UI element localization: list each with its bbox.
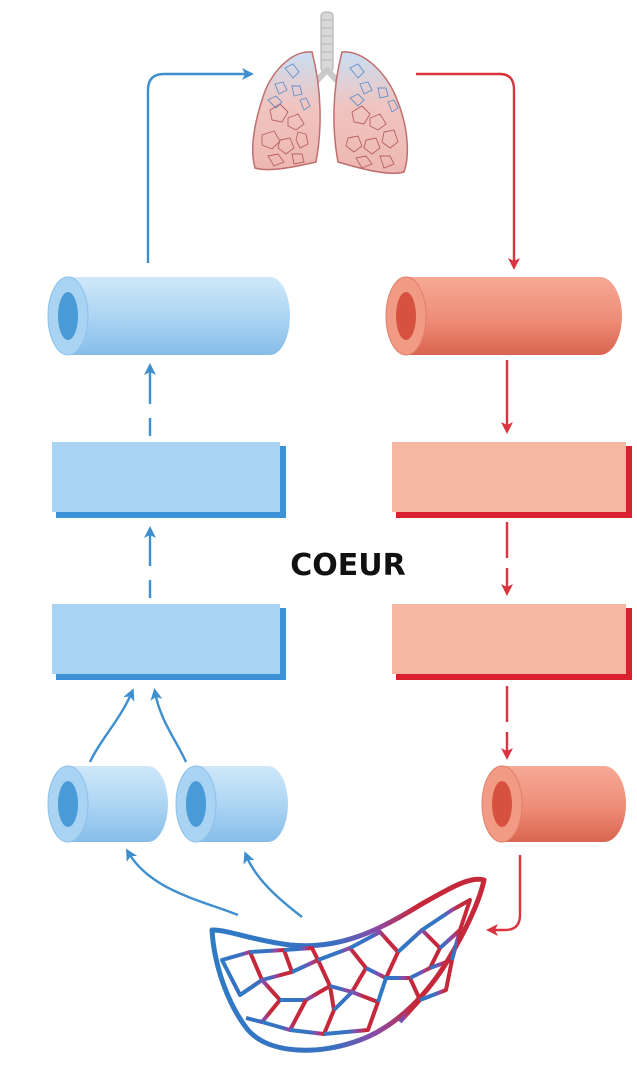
- left-ventricle-box: [392, 604, 632, 680]
- arrow-pulmonary-artery-to-lungs: [146, 68, 254, 263]
- right-atrium-box: [52, 604, 286, 680]
- arrow-lungs-to-pulmonary-vein: [416, 72, 520, 270]
- lungs-illustration: [252, 11, 409, 175]
- capillary-bed-illustration: [209, 876, 487, 1053]
- vessel-pulmonary-artery: [47, 276, 290, 356]
- right-lung: [333, 51, 409, 175]
- arrow-vena-cava-right-to-right-atrium: [150, 688, 188, 763]
- left-atrium-box: [392, 442, 632, 518]
- vessel-pulmonary-vein: [385, 276, 622, 356]
- arrow-aorta-to-capillaries: [486, 855, 522, 936]
- trachea: [320, 11, 334, 73]
- heart-label: COEUR: [290, 548, 405, 583]
- right-ventricle-box: [52, 442, 286, 518]
- vessel-vena-cava-left: [47, 765, 168, 843]
- arrow-capillaries-to-vena-cava-left: [125, 848, 239, 917]
- vessel-aorta: [481, 765, 626, 843]
- vessel-vena-cava-right: [175, 765, 288, 843]
- arrow-vena-cava-left-to-right-atrium: [88, 688, 135, 763]
- arrow-capillaries-to-vena-cava-right: [243, 851, 303, 918]
